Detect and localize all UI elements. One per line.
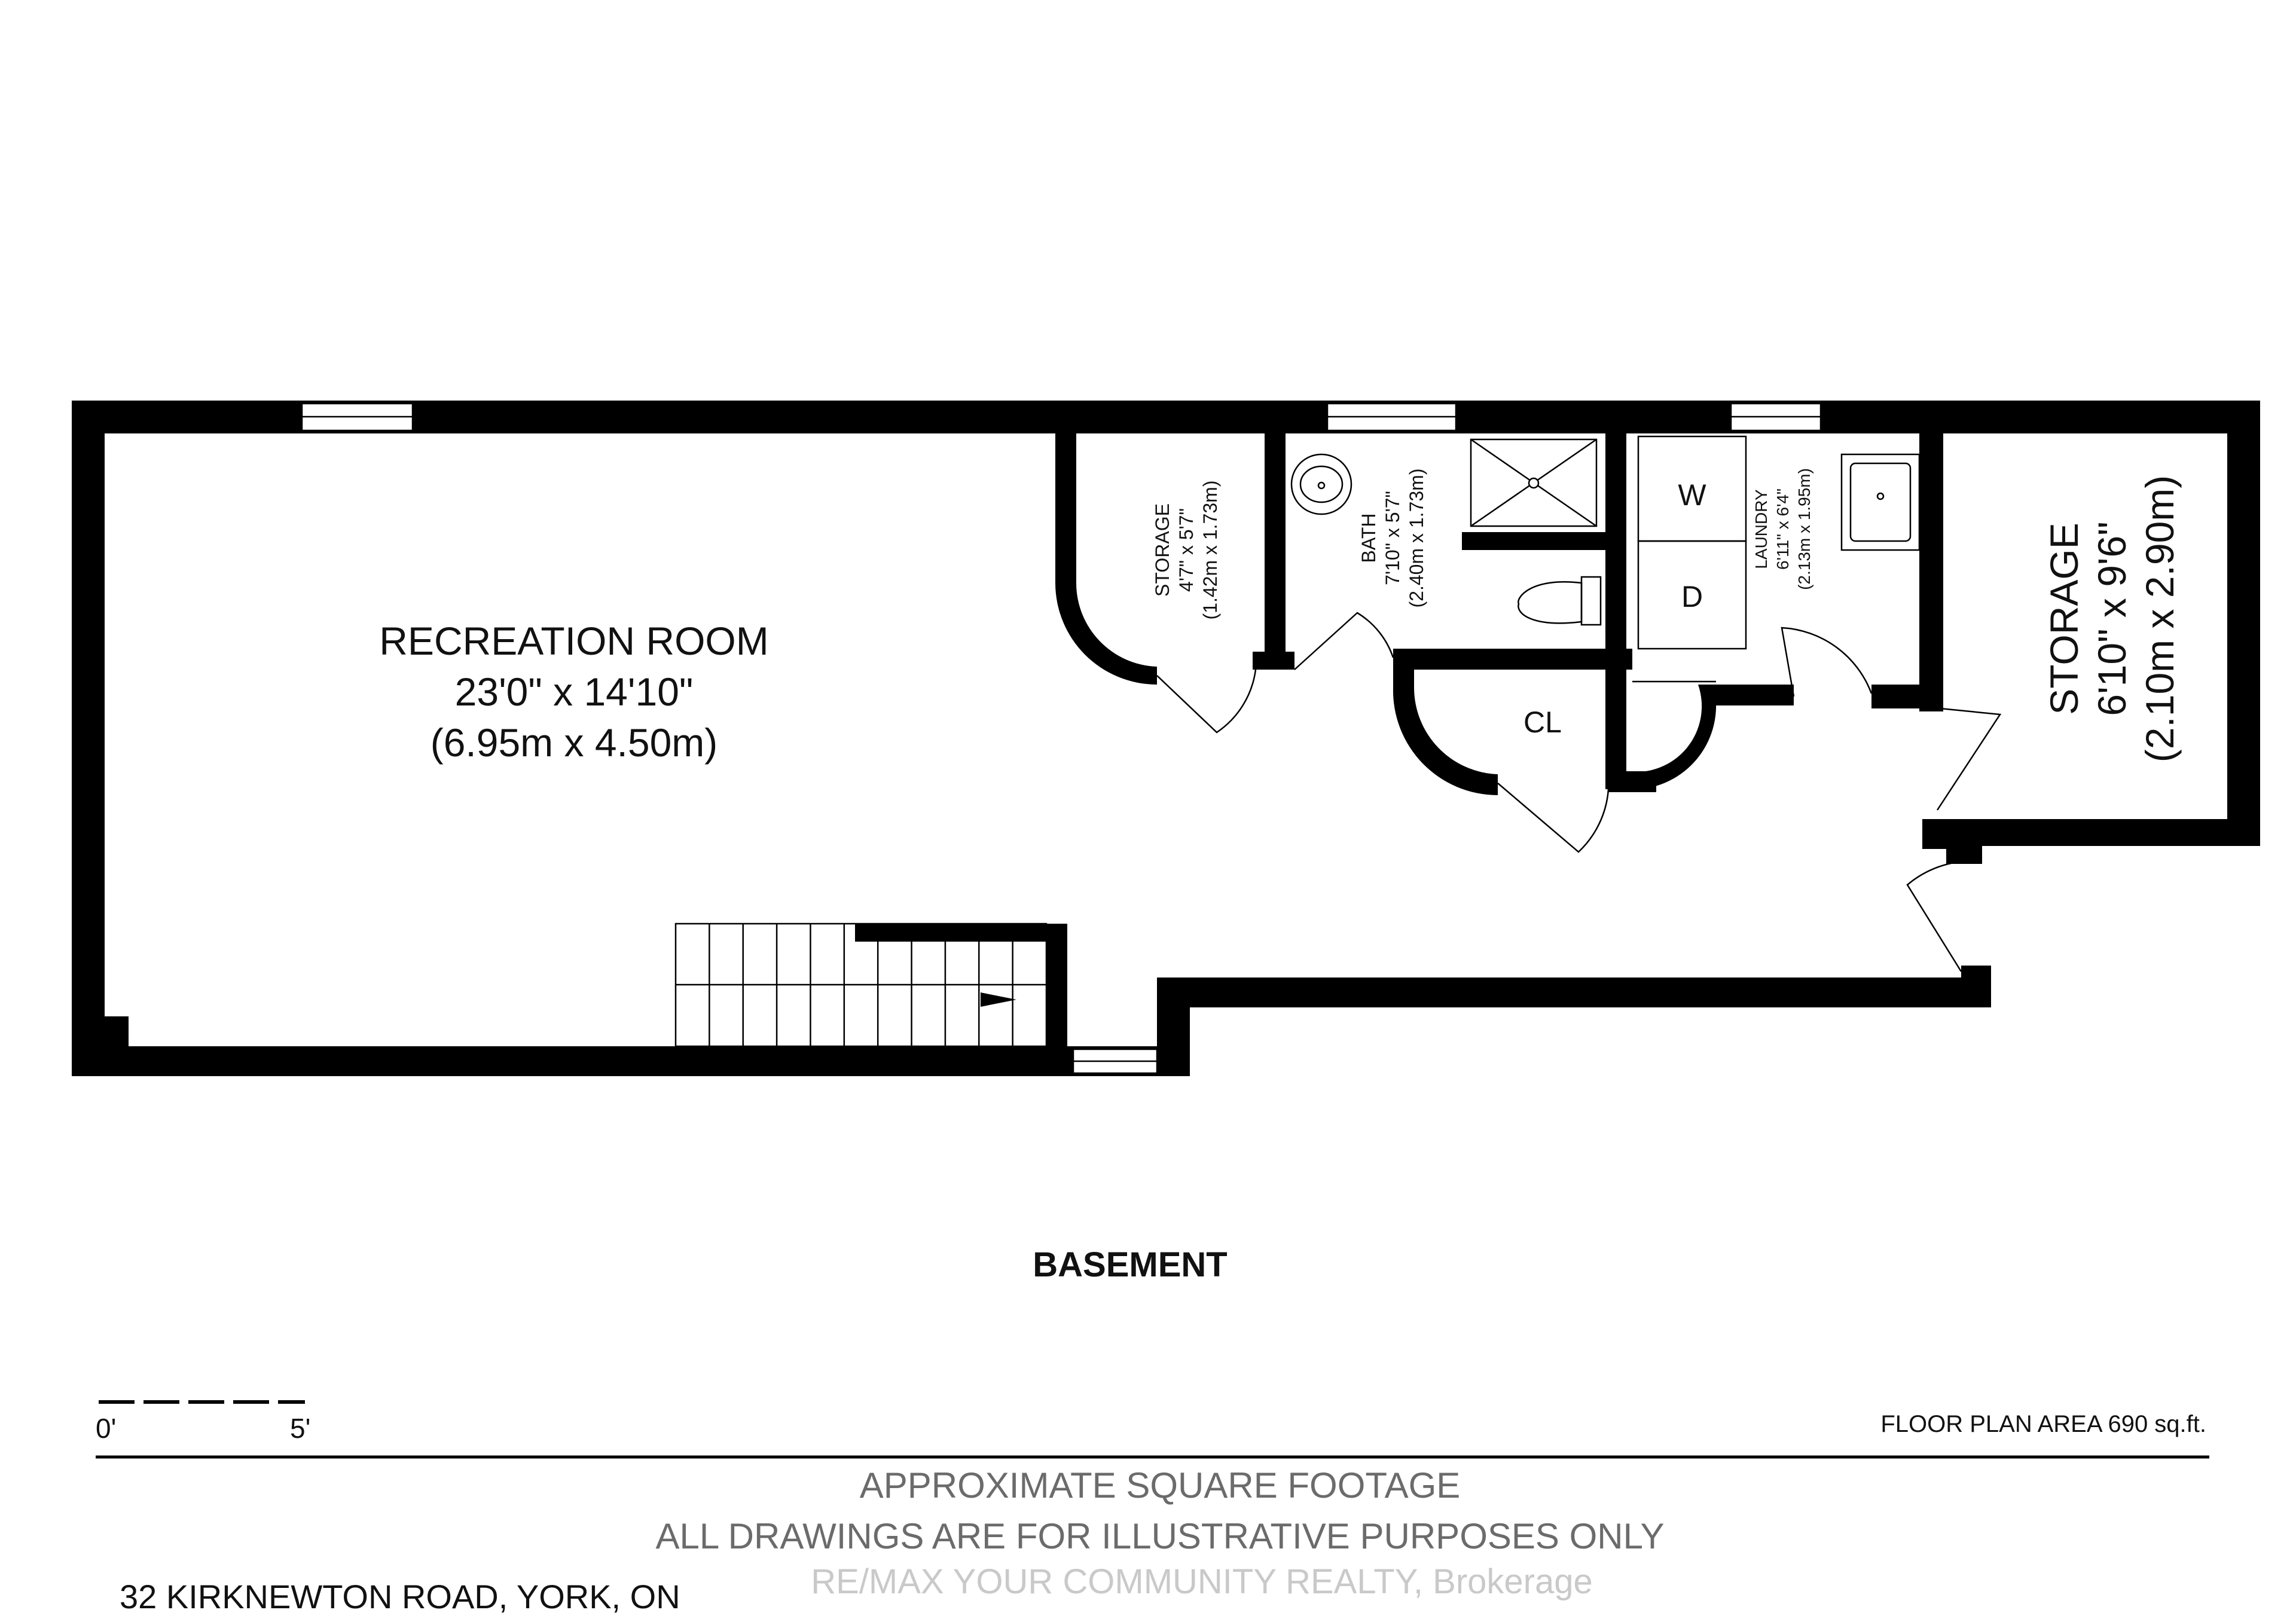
recreation-room-dim-metric: (6.95m x 4.50m) <box>430 720 718 765</box>
bath-dim-metric: (2.40m x 1.73m) <box>1406 469 1427 608</box>
bath-name: BATH <box>1358 514 1379 563</box>
bath-dim-imperial: 7'10" x 5'7" <box>1382 491 1403 585</box>
laundry-dim-imperial: 6'11" x 6'4" <box>1773 488 1792 570</box>
staircase <box>674 923 1048 1047</box>
recreation-room-name: RECREATION ROOM <box>379 619 768 663</box>
shower-icon <box>1470 438 1598 527</box>
dryer-label: D <box>1681 580 1703 613</box>
door-swing <box>1497 783 1610 853</box>
door-swing <box>1906 860 1974 972</box>
storage-small-dim-metric: (1.42m x 1.73m) <box>1199 481 1221 620</box>
washer-label: W <box>1678 478 1706 512</box>
door-swing <box>1936 707 2002 811</box>
scale-bar: 0' 5' <box>96 1400 310 1444</box>
laundry-name: LAUNDRY <box>1752 489 1770 569</box>
sink-icon <box>1290 453 1352 515</box>
laundry-dim-metric: (2.13m x 1.95m) <box>1795 468 1813 590</box>
exterior-walls <box>72 401 2260 1076</box>
toilet-icon <box>1518 576 1602 626</box>
floor-plan-area: FLOOR PLAN AREA 690 sq.ft. <box>1880 1411 2206 1437</box>
recreation-room-dim-imperial: 23'0" x 14'10" <box>455 670 694 714</box>
fixtures <box>1290 435 1921 683</box>
disclaimer-line2: ALL DRAWINGS ARE FOR ILLUSTRATIVE PURPOS… <box>655 1516 1664 1556</box>
door-swing <box>1781 627 1873 697</box>
laundry-tub-icon <box>1840 453 1921 551</box>
watermark: RE/MAX YOUR COMMUNITY REALTY, Brokerage <box>811 1562 1593 1601</box>
door-swing <box>1294 612 1394 670</box>
disclaimer-line1: APPROXIMATE SQUARE FOOTAGE <box>860 1465 1461 1505</box>
storage-large-name: STORAGE <box>2042 523 2086 715</box>
closet-label: CL <box>1523 705 1562 739</box>
scale-end: 5' <box>290 1413 310 1444</box>
storage-large-dim-imperial: 6'10" x 9'6" <box>2090 521 2134 716</box>
storage-small-name: STORAGE <box>1152 503 1173 597</box>
storage-large-dim-metric: (2.10m x 2.90m) <box>2138 475 2182 763</box>
scale-start: 0' <box>96 1413 116 1444</box>
door-swing <box>1156 669 1257 734</box>
windows <box>301 402 1822 1074</box>
address: 32 KIRKNEWTON ROAD, YORK, ON <box>120 1578 680 1615</box>
interior-walls <box>855 430 2260 1049</box>
stair-arrow-icon <box>981 992 1016 1007</box>
doors <box>1156 612 2002 972</box>
room-labels: RECREATION ROOM 23'0" x 14'10" (6.95m x … <box>379 468 2182 765</box>
storage-small-dim-imperial: 4'7" x 5'7" <box>1176 508 1197 592</box>
plan-title: BASEMENT <box>1033 1245 1227 1284</box>
dryer-icon <box>1637 540 1747 650</box>
